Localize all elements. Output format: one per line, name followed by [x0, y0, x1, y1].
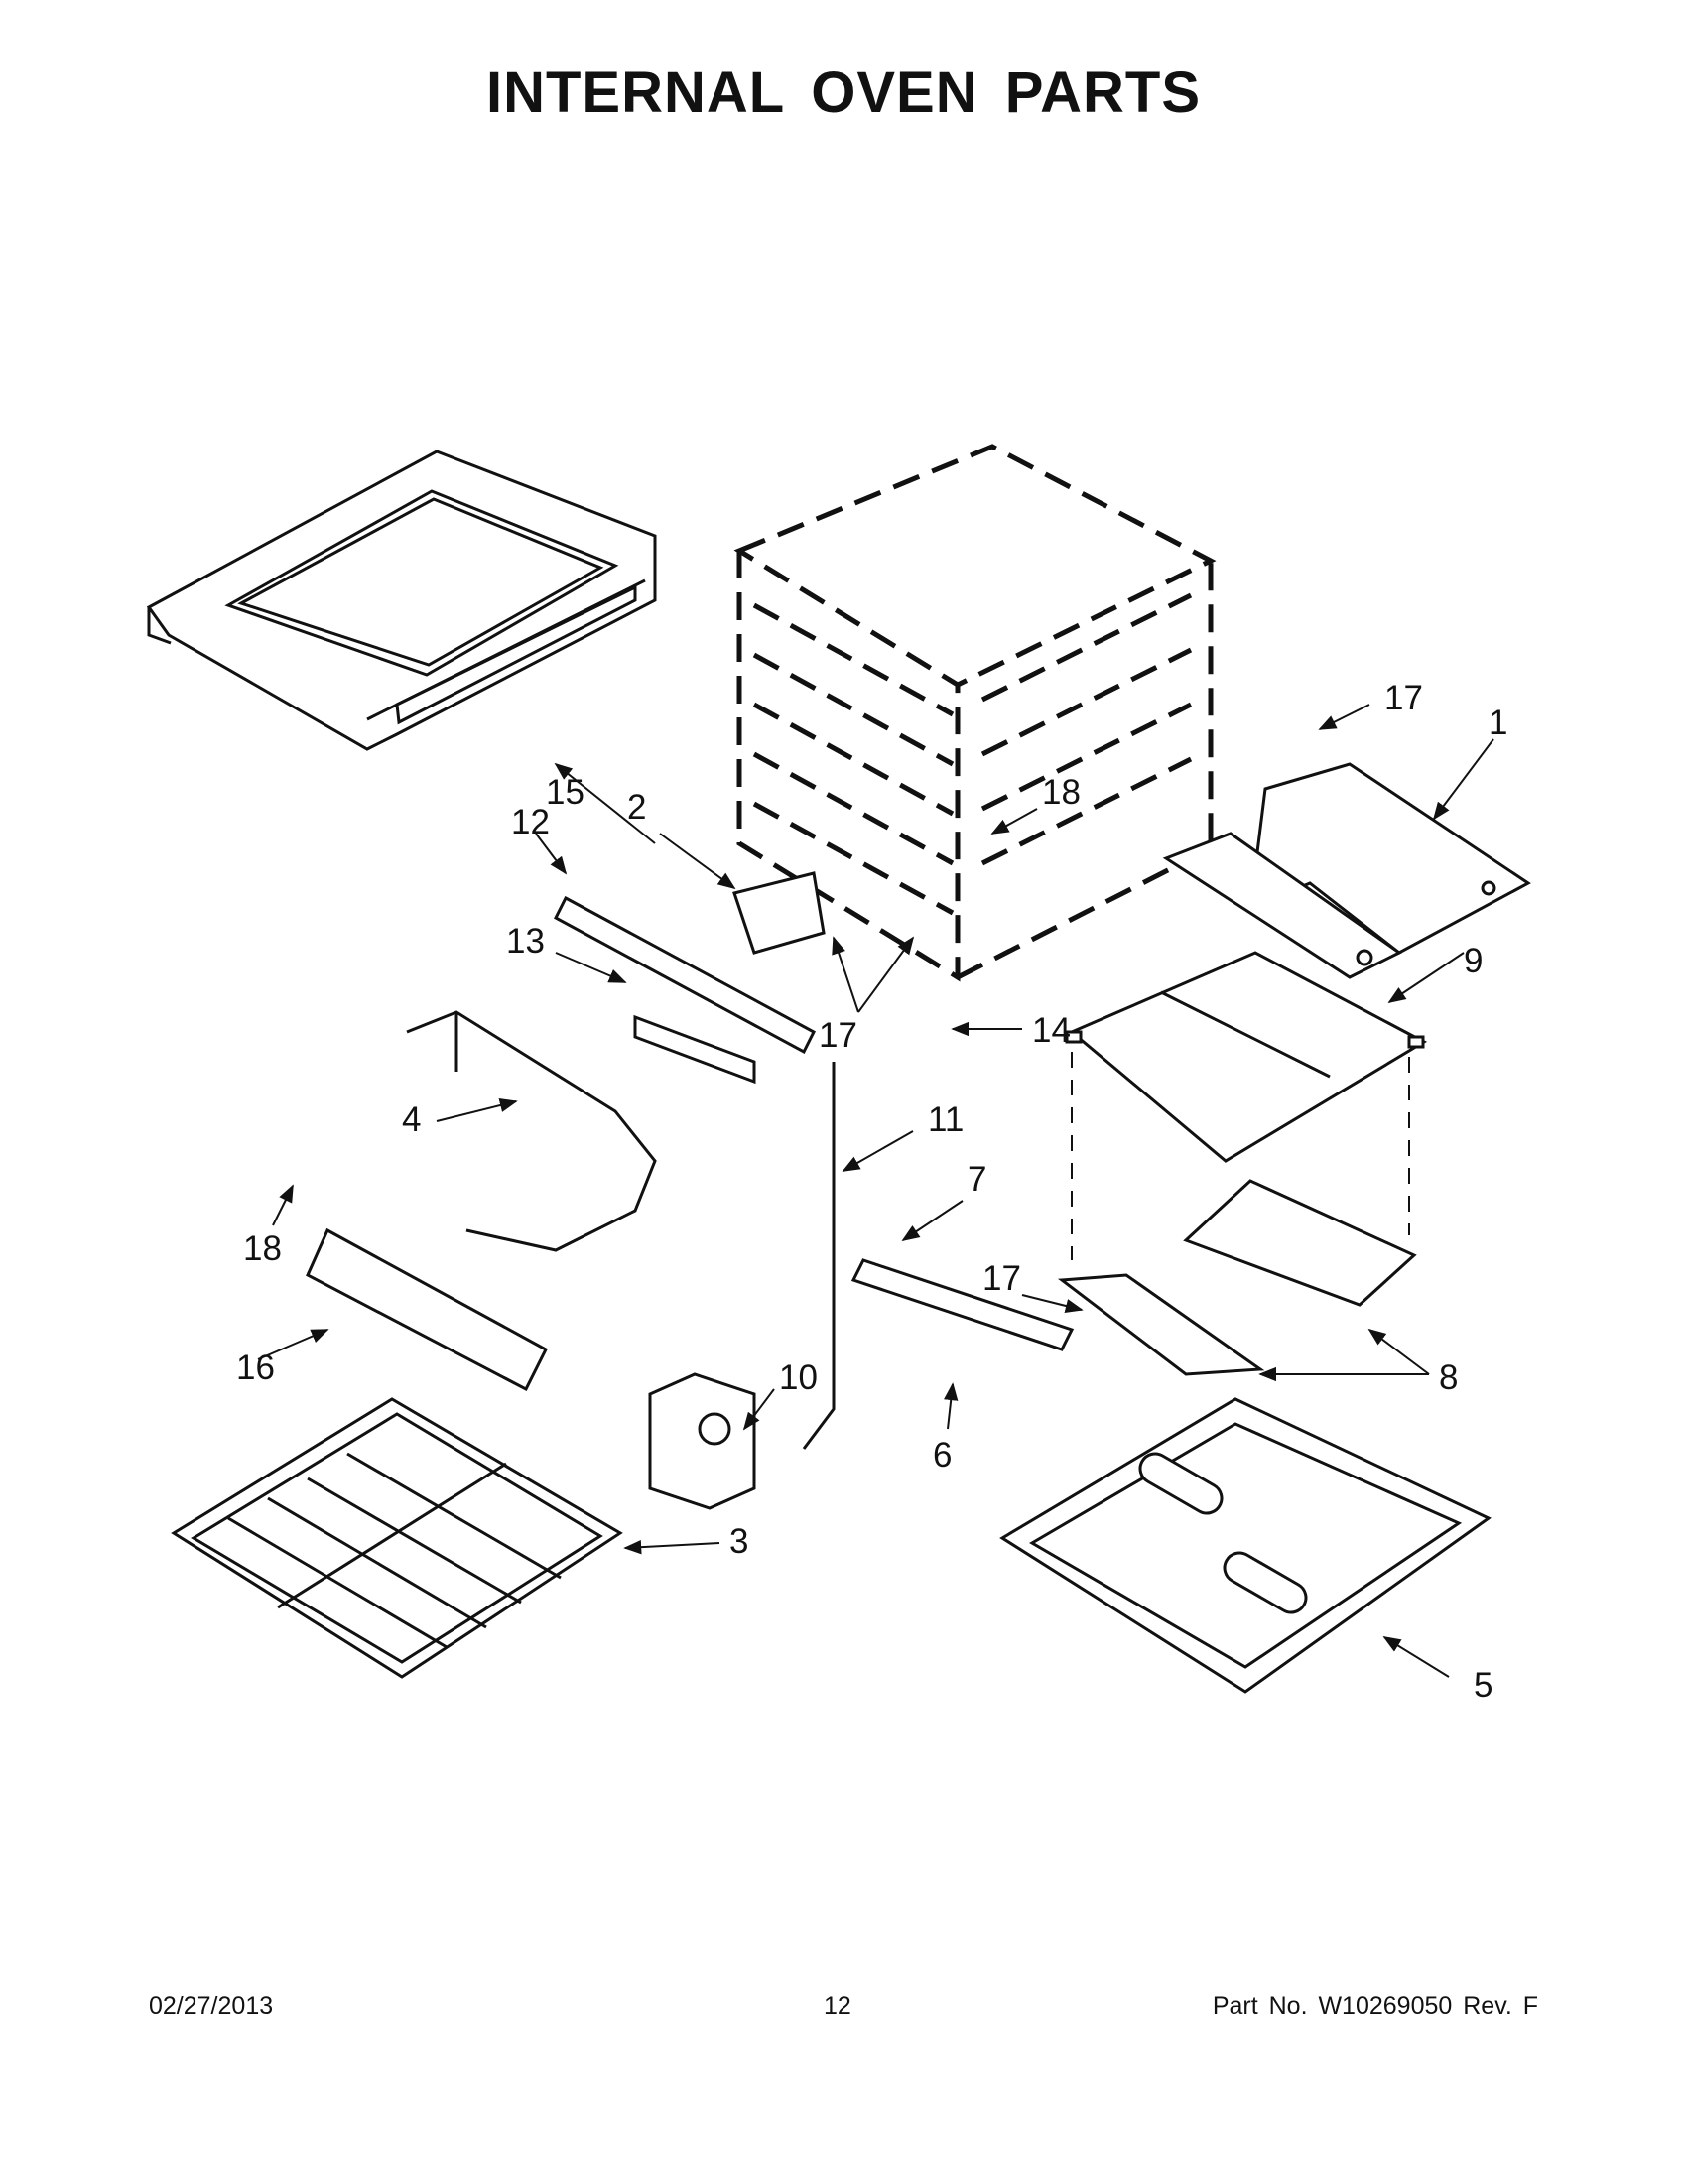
callout-labels: 15 12 2 13 17 1 18 9 17 14 4 11 7 17 18 … [236, 679, 1507, 1705]
callout-12: 12 [511, 803, 550, 841]
callout-16: 16 [236, 1349, 275, 1387]
callout-1: 1 [1489, 704, 1507, 742]
footer-page-number: 12 [824, 1992, 851, 2020]
callout-10: 10 [779, 1358, 818, 1397]
callout-11: 11 [928, 1100, 964, 1139]
part-16-baffle [306, 1227, 548, 1392]
callout-6: 6 [933, 1436, 952, 1475]
part-4-element [406, 1010, 657, 1252]
callout-17a: 17 [1384, 679, 1423, 717]
callout-15: 15 [546, 773, 584, 812]
oven-cavity [733, 444, 1217, 982]
callout-2: 2 [627, 788, 646, 827]
page-title: INTERNAL OVEN PARTS [485, 61, 1202, 125]
part-10-valve [648, 1372, 756, 1510]
dash-guides [1071, 1052, 1410, 1260]
callout-18a: 18 [1042, 773, 1081, 812]
callout-7: 7 [968, 1160, 986, 1199]
part-7-burner [850, 1258, 1075, 1351]
callout-14: 14 [1032, 1011, 1071, 1050]
callout-4: 4 [402, 1100, 421, 1139]
callout-arrows [257, 704, 1494, 1678]
callout-13: 13 [506, 922, 545, 961]
part-9-spreader [1065, 951, 1428, 1163]
callout-17c: 17 [982, 1259, 1021, 1298]
callout-9: 9 [1464, 942, 1483, 980]
part-3-rack [171, 1397, 623, 1679]
footer-part-number: Part No. W10269050 Rev. F [1212, 1992, 1538, 2020]
callout-5: 5 [1474, 1666, 1492, 1705]
part-15-oven-bottom [146, 450, 657, 751]
callout-8: 8 [1439, 1358, 1458, 1397]
part-5-pan [999, 1397, 1492, 1694]
part-8-brackets [1057, 1179, 1417, 1376]
callout-3: 3 [729, 1522, 748, 1561]
part-1-shield [1162, 762, 1531, 979]
part-12-13-2-assemblies [554, 871, 826, 1085]
footer-date: 02/27/2013 [149, 1992, 274, 2020]
callout-18b: 18 [243, 1229, 282, 1268]
part-11-tube [802, 1062, 836, 1450]
callout-17b: 17 [819, 1016, 857, 1055]
